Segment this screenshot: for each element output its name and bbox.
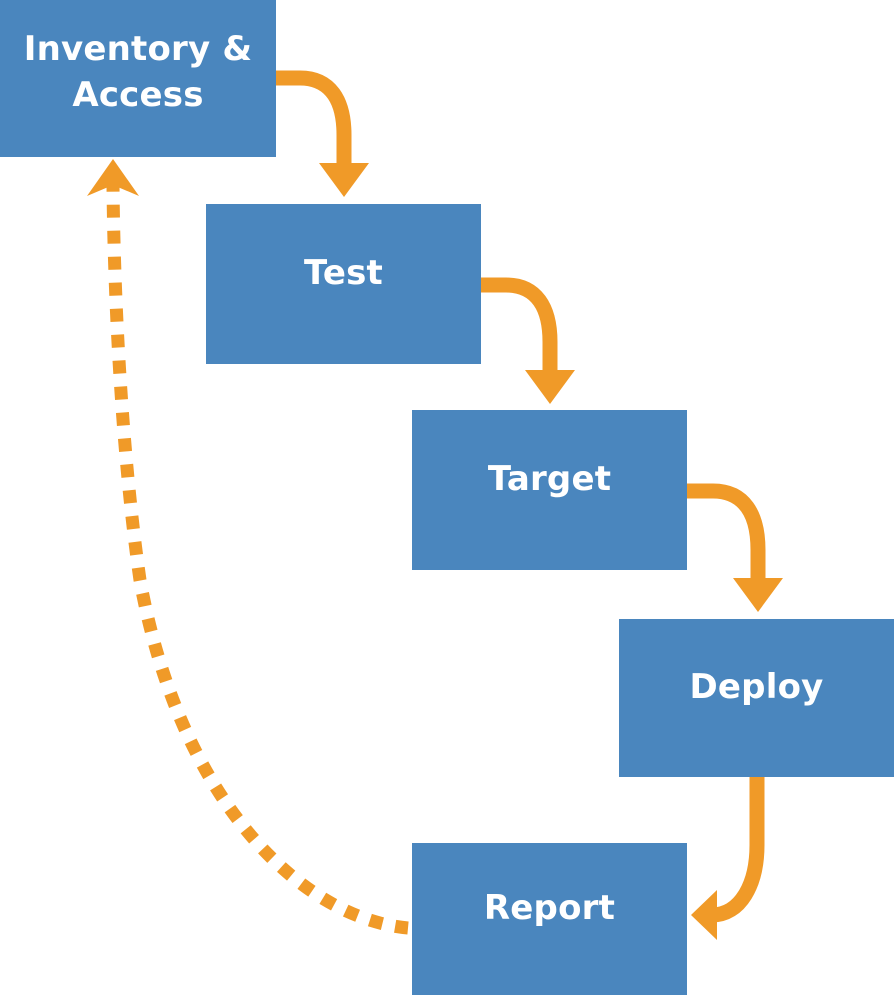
edge-test-to-target-arrowhead (525, 370, 575, 404)
node-inventory-access-label: Inventory & Access (23, 29, 253, 115)
node-deploy[interactable]: Deploy (619, 619, 894, 777)
node-inventory-access[interactable]: Inventory & Access (0, 0, 276, 157)
edge-test-to-target-line (481, 277, 558, 375)
edge-inventory-to-test (276, 70, 369, 197)
edge-report-to-inventory-line (106, 184, 409, 935)
edge-inventory-to-test-line (276, 70, 352, 168)
edge-target-to-deploy-line (687, 483, 766, 583)
node-target[interactable]: Target (412, 410, 687, 570)
node-report-label: Report (483, 888, 616, 929)
node-test-label: Test (303, 253, 384, 294)
edge-inventory-to-test-arrowhead (319, 163, 369, 197)
edge-target-to-deploy-arrowhead (733, 578, 783, 612)
node-deploy-label: Deploy (689, 667, 824, 708)
node-target-label: Target (487, 459, 612, 500)
edge-deploy-to-report (691, 777, 765, 940)
edge-report-to-inventory-arrowhead (87, 159, 139, 196)
edge-report-to-inventory (87, 159, 409, 935)
edge-deploy-to-report-arrowhead (691, 890, 717, 940)
node-test[interactable]: Test (206, 204, 481, 364)
edge-test-to-target (481, 277, 575, 404)
edge-target-to-deploy (687, 483, 783, 612)
edge-deploy-to-report-line (711, 777, 765, 923)
node-report[interactable]: Report (412, 843, 687, 995)
